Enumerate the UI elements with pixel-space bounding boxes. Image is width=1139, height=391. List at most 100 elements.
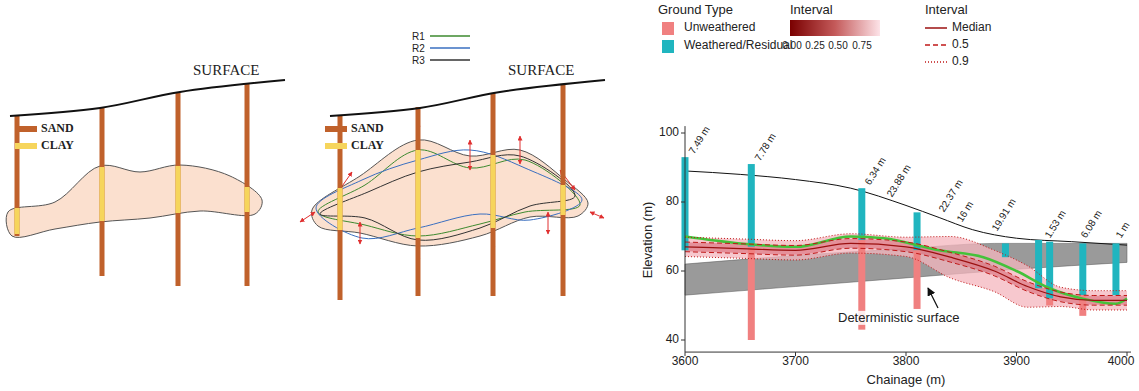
ground-surface [330, 80, 605, 116]
y-tick [681, 271, 685, 272]
legend-label: CLAY [351, 139, 384, 152]
y-tick [681, 340, 685, 341]
uncertainty-arrow [590, 212, 604, 218]
unweathered-bar [1046, 299, 1053, 306]
chart-label: Interval [790, 3, 833, 17]
depth-label: 19.91 m [990, 196, 1018, 232]
interval-09-line [685, 253, 1127, 310]
uncertainty-arrow [520, 136, 521, 164]
legend-label: R3 [412, 55, 425, 66]
chart [681, 20, 1131, 356]
weathered-bar [858, 188, 865, 240]
borehole-panel [300, 80, 605, 300]
legend-line-sample [430, 47, 470, 49]
depth-label: 23.88 m [885, 162, 913, 198]
chart-label: 3800 [893, 355, 920, 368]
clay-segment [176, 166, 181, 213]
interval-09-line [685, 234, 1127, 291]
legend-label: R1 [412, 31, 425, 42]
interval-05-line [685, 239, 1127, 296]
borehole [100, 108, 105, 276]
legend-label: SAND [41, 122, 74, 135]
legend-swatch [15, 126, 37, 132]
depth-label: 7.49 m [686, 124, 712, 156]
chart-label: Chainage (m) [867, 373, 946, 387]
realisation-curve [316, 150, 582, 239]
clay-segment [100, 167, 105, 221]
legend-line-sample [430, 59, 470, 61]
borehole [176, 92, 181, 286]
legend-line-sample [925, 61, 947, 63]
clay-segment [491, 155, 496, 228]
realisation-curve [318, 150, 580, 236]
chart-label: 4000 [1108, 355, 1135, 368]
y-tick [681, 133, 685, 134]
unweathered-bar [748, 247, 755, 340]
borehole [491, 93, 496, 296]
annotation-arrow [928, 288, 938, 308]
ground-surface [10, 80, 285, 116]
uncertainty-arrow [300, 212, 315, 222]
borehole [561, 84, 566, 296]
chart-label: 80 [666, 195, 679, 208]
legend-line-sample [925, 44, 947, 46]
chart-label: 60 [666, 264, 679, 277]
depth-label: 16 m [954, 199, 975, 224]
legend-swatch [325, 143, 347, 149]
deterministic-surface [685, 237, 1127, 304]
legend-line-sample [925, 27, 947, 29]
realisation-curve [320, 155, 575, 241]
chart-label: 3600 [672, 355, 699, 368]
depth-label: 6.08 m [1078, 208, 1104, 240]
y-axis [685, 126, 686, 352]
chart-label: Elevation (m) [641, 202, 655, 279]
borehole [245, 84, 250, 286]
legend-label: Weathered/Residual [684, 39, 793, 52]
borehole [338, 115, 343, 300]
legend-swatch [662, 22, 674, 35]
weathered-bar [1112, 243, 1119, 295]
chart-label: 0.50 [828, 40, 847, 51]
uncertainty-arrow [548, 212, 549, 234]
clay-segment [561, 185, 566, 215]
interval-gradient [790, 20, 880, 36]
weathered-bar [748, 164, 755, 247]
depth-label: 1 m [1113, 219, 1131, 239]
legend-label: CLAY [41, 139, 74, 152]
surface-label: SURFACE [193, 62, 259, 79]
surface-label: SURFACE [508, 62, 574, 79]
chart-label: 100 [659, 126, 679, 139]
depth-label: 1.53 m [1043, 208, 1069, 240]
clay-segment [245, 187, 250, 212]
chart-label: 3900 [1003, 355, 1030, 368]
chart-label: Interval [925, 3, 968, 17]
unweathered-bar [914, 250, 921, 309]
legend-label: Median [952, 21, 991, 34]
chart-label: 3700 [782, 355, 809, 368]
borehole [15, 115, 20, 236]
depth-label: 7.78 m [753, 131, 779, 163]
clay-lens [6, 165, 262, 237]
legend-samples [15, 22, 947, 149]
legend-swatch [325, 126, 347, 132]
legend-label: 0.9 [952, 55, 969, 68]
legend-label: SAND [351, 122, 384, 135]
weathered-bar [1079, 243, 1086, 295]
legend-swatch [662, 40, 674, 53]
chart-label: 40 [666, 333, 679, 346]
depth-label: 6.34 m [862, 155, 888, 187]
chart-label: 0.25 [805, 40, 824, 51]
uncertainty-arrow [470, 140, 471, 170]
y-tick [681, 202, 685, 203]
clay-segment [416, 150, 421, 238]
uncertainty-arrow [360, 222, 361, 244]
clay-lens [312, 140, 588, 246]
legend-label: Unweathered [684, 21, 755, 34]
legend-label: R2 [412, 43, 425, 54]
chart-label: Ground Type [658, 3, 733, 17]
annotation-label: Deterministic surface [838, 311, 959, 325]
interval-05-line [685, 248, 1127, 305]
borehole-panel [6, 80, 285, 286]
chart-label: 0.75 [852, 40, 871, 51]
